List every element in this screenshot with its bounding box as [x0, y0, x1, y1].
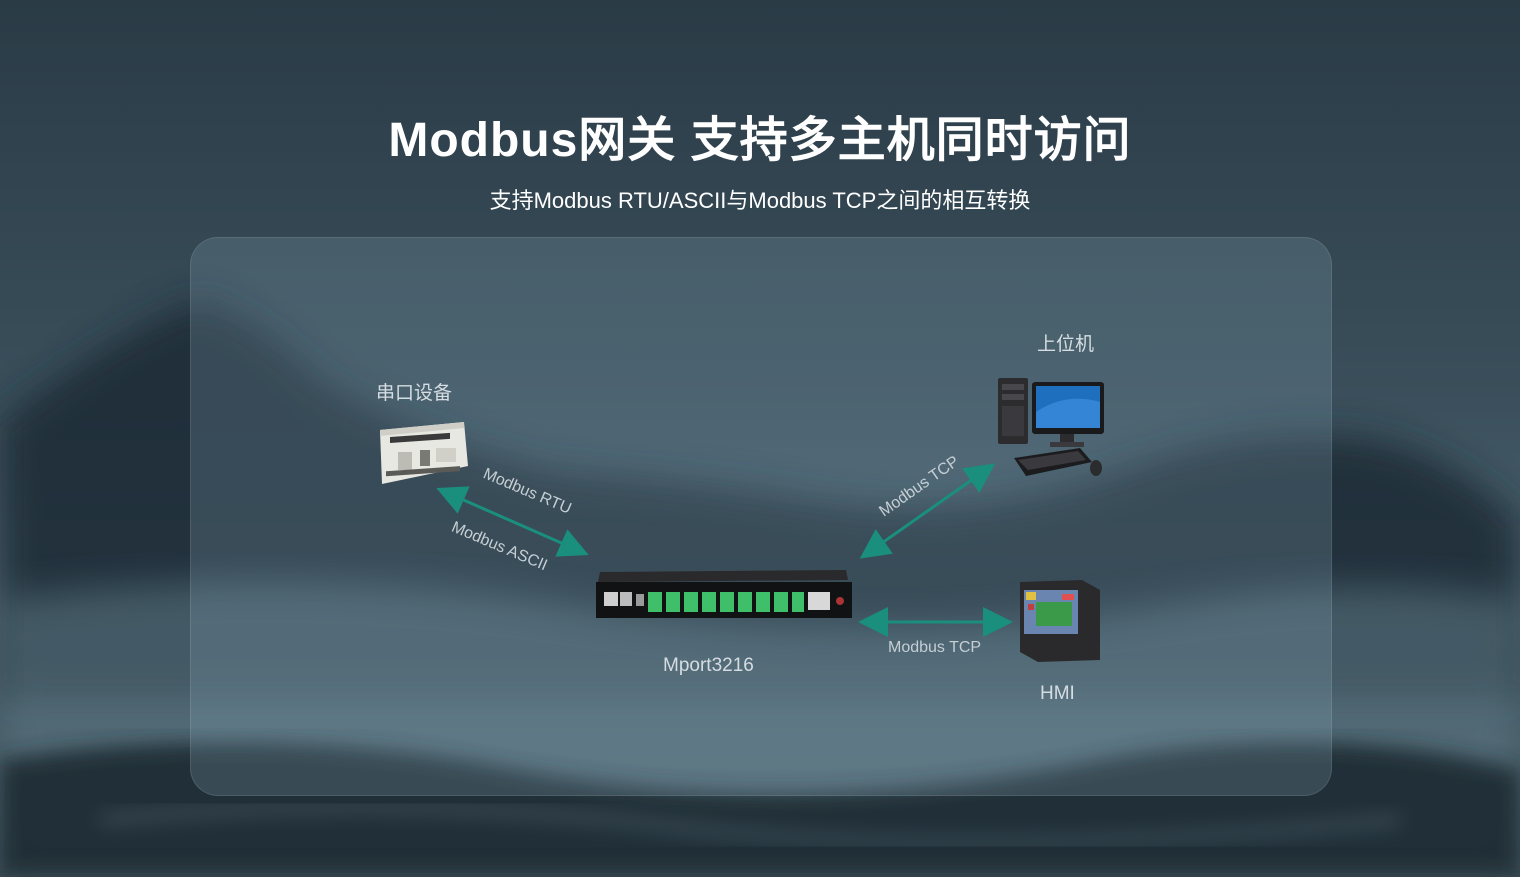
- page-title: Modbus网关 支持多主机同时访问: [388, 114, 1132, 167]
- node-label-gateway: Mport3216: [663, 655, 754, 676]
- node-label-host-pc: 上位机: [1037, 334, 1095, 355]
- plc-device-icon: [376, 418, 472, 491]
- node-label-hmi: HMI: [1040, 683, 1075, 704]
- diagram-panel: [190, 237, 1332, 796]
- desktop-computer-icon: [996, 372, 1108, 489]
- edge-label-modbus-tcp-hmi: Modbus TCP: [888, 639, 982, 656]
- node-label-serial-device: 串口设备: [376, 383, 453, 404]
- gateway-mport3216-icon: [596, 570, 852, 625]
- page-subtitle: 支持Modbus RTU/ASCII与Modbus TCP之间的相互转换: [489, 188, 1031, 213]
- terminal-blocks: [648, 592, 804, 612]
- hmi-touchscreen-icon: [1020, 580, 1102, 667]
